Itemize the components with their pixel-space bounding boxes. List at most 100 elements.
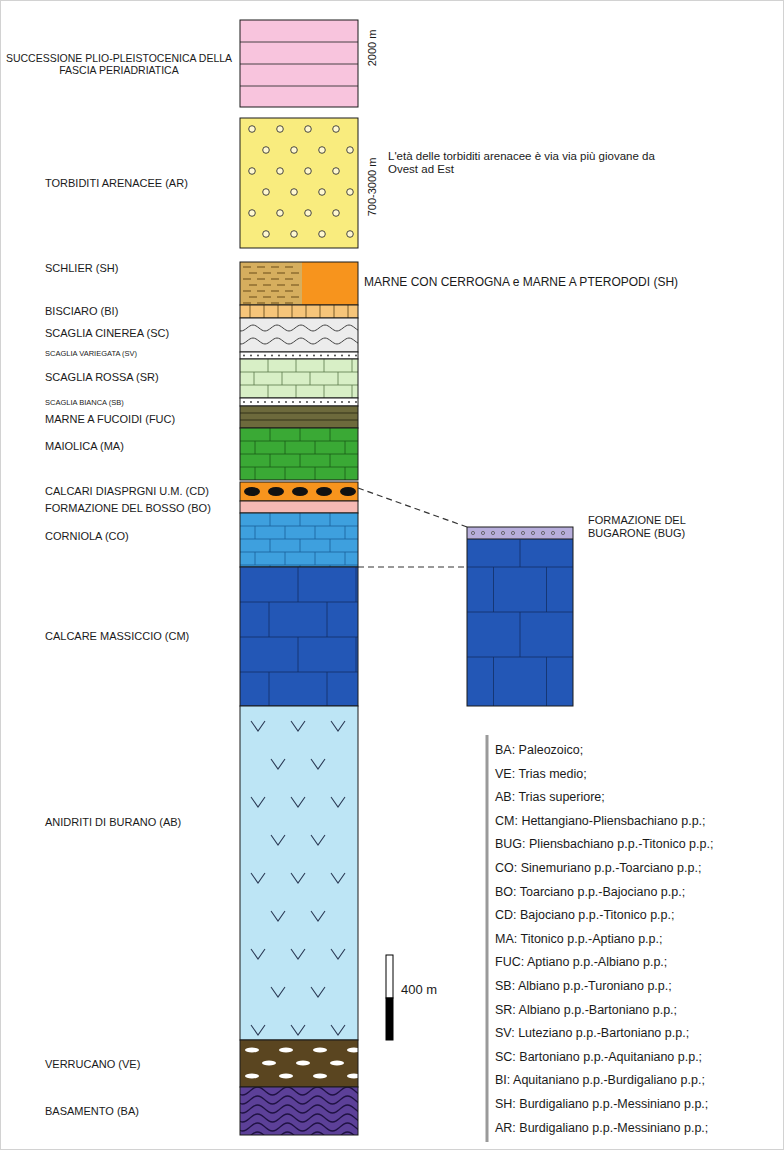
pattern-mark [306,305,307,318]
pattern-mark [330,454,331,467]
formation-band: SCAGLIA VARIEGATA (SV) [240,352,358,359]
pattern-mark [292,487,308,496]
pattern-mark [481,531,484,534]
pattern-mark [315,526,316,539]
pattern-mark [240,262,302,305]
pattern-mark [277,210,284,217]
pattern-mark [240,513,358,567]
pattern-mark [255,467,256,480]
pattern-mark [240,706,358,1040]
rock-band [235,1087,393,1140]
pattern-mark [315,552,316,565]
formation-band: SCHLIER (SH)MARNE CON CERROGNA e MARNE A… [240,262,358,305]
pattern-mark [240,20,358,107]
pattern-mark [257,401,259,403]
pattern-mark [330,539,331,552]
pattern-mark [520,539,521,567]
pattern-mark [255,526,256,539]
pattern-mark [240,338,358,344]
pattern-mark [245,1048,259,1053]
pattern-mark [249,126,256,133]
pattern-mark [320,355,322,357]
pattern-mark [313,401,315,403]
pattern-mark [291,285,299,286]
pattern-mark [240,428,358,480]
formation-band: SUCCESSIONE PLIO-PLEISTOCENICA DELLA FAS… [240,20,358,107]
pattern-mark [347,147,354,154]
pattern-mark [271,267,279,268]
pattern-mark [541,531,544,534]
pattern-mark [355,355,357,357]
age-entry: SC: Bartoniano p.p.-Aquitaniano p.p.; [495,1050,702,1064]
pattern-mark [240,482,358,501]
pattern-mark [245,1048,358,1079]
rock-band [240,262,358,305]
pattern-mark [345,552,346,565]
pattern-mark [245,1074,259,1079]
pattern-mark [240,1123,358,1131]
pattern-mark [311,987,325,997]
pattern-mark [251,949,265,959]
pattern-mark [255,552,256,565]
pattern-mark [240,262,302,305]
formation-band: CALCARE MASSICCIO (CM) [240,567,358,706]
age-entry: CD: Bajociano p.p.-Titonico p.p.; [495,908,675,922]
pattern-mark [240,262,358,305]
pattern-mark [240,428,358,480]
formation-label: CALCARI DIASPRGNI U.M. (CD) [45,485,209,498]
pattern-mark [305,126,312,133]
pattern-mark [244,487,356,496]
pattern-mark [263,273,271,274]
pattern-mark [348,355,350,357]
pattern-mark [251,1025,265,1035]
pattern-mark [348,305,349,318]
thickness-label: 700-3000 m [366,158,379,217]
pattern-mark [240,325,358,344]
pattern-mark [240,398,358,406]
pattern-mark [243,401,357,403]
pattern-mark [291,147,298,154]
correlation-line [358,566,467,567]
pattern-mark [546,657,547,706]
formation-label: MARNE CON CERROGNA e MARNE A PTEROPODI (… [364,276,678,290]
pattern-mark [319,147,326,154]
pattern-mark [240,637,358,638]
pattern-mark [240,501,358,513]
pattern-mark [291,721,305,731]
pattern-mark [271,279,279,280]
pattern-mark [240,118,358,248]
formation-band: TORBIDITI ARENACEE (AR) [240,118,358,248]
formation-label: TORBIDITI ARENACEE (AR) [45,177,188,190]
pattern-mark [249,168,256,175]
pattern-mark [467,527,573,706]
pattern-mark [467,527,573,539]
pattern-mark [263,147,270,154]
pattern-mark [285,279,293,280]
formation-band: SCAGLIA ROSSA (SR) [240,359,358,398]
formation-band: ANIDRITI DI BURANO (AB) [240,706,358,1040]
pattern-mark [277,285,285,286]
pattern-mark [240,325,358,331]
pattern-mark [268,359,269,372]
pattern-mark [277,168,284,175]
rock-band [240,482,358,501]
pattern-mark [345,526,346,539]
pattern-mark [243,401,245,403]
pattern-mark [240,602,358,603]
correlation-line [358,488,467,527]
pattern-mark [268,487,284,496]
pattern-mark [338,372,339,385]
pattern-mark [264,305,265,318]
pattern-mark [491,531,494,534]
pattern-mark [310,372,311,385]
scale-bar [386,955,393,998]
pattern-mark [561,531,564,534]
pattern-mark [315,467,316,480]
pattern-mark [268,385,269,398]
pattern-mark [240,565,358,566]
pattern-mark [493,567,494,612]
formation-band: FORMAZIONE DEL BOSSO (BO) [240,501,358,513]
pattern-mark [240,501,358,513]
pattern-mark [341,401,343,403]
pattern-mark [240,567,358,706]
